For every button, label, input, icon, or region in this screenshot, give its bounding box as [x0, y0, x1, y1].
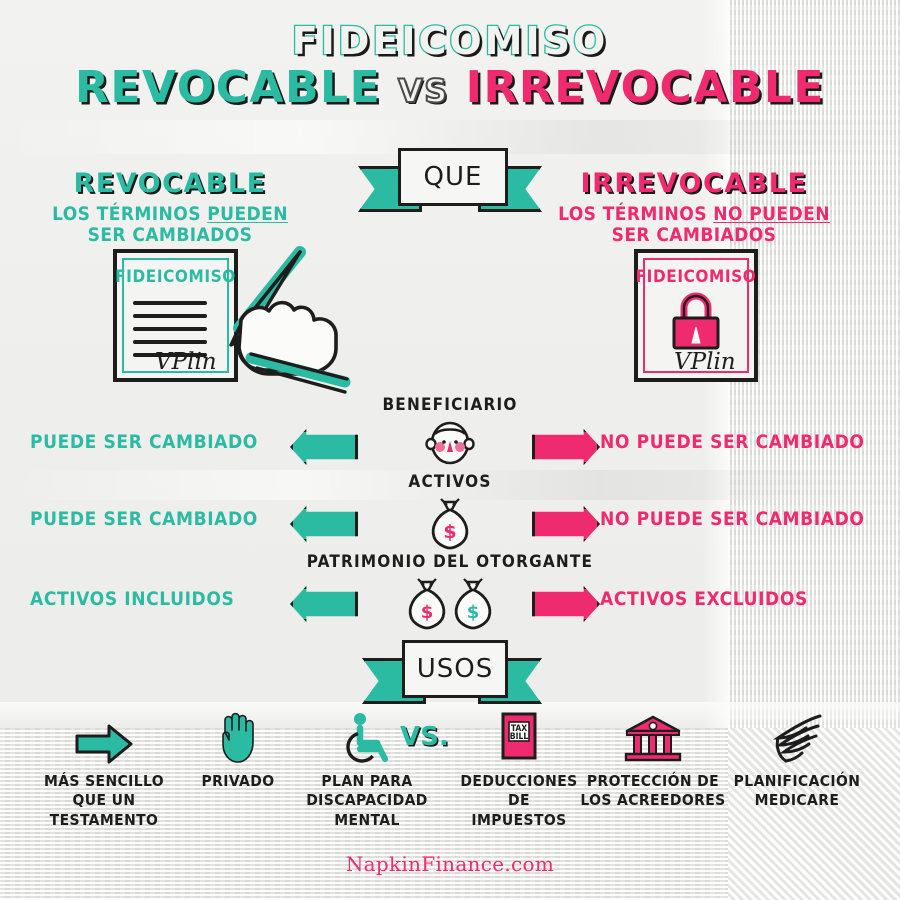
uses-separator-vs: VS.: [400, 722, 449, 752]
column-heading-revocable: REVOCABLE LOS TÉRMINOS PUEDEN SER CAMBIA…: [10, 168, 330, 247]
irrevocable-sub-pre: LOS TÉRMINOS: [558, 203, 714, 225]
document-label: FIDEICOMISO: [115, 267, 236, 287]
comparison-category-label: BENEFICIARIO: [382, 395, 518, 415]
document-signature: VPlin: [674, 349, 736, 375]
comparison-right-value: NO PUEDE SER CAMBIADO: [600, 431, 865, 453]
revocable-sub-line2: SER CAMBIADOS: [87, 224, 253, 247]
column-heading-irrevocable: IRREVOCABLE LOS TÉRMINOS NO PUEDEN SER C…: [534, 168, 854, 247]
title-line-1: FIDEICOMISO: [290, 19, 609, 63]
comparison-category-label: ACTIVOS: [408, 472, 492, 492]
footer-brand: NapkinFinance.com: [345, 852, 555, 876]
banner-plate: QUE: [398, 148, 508, 206]
document-inner-border: [122, 258, 229, 373]
comparison-row-patrimonio: PATRIMONIO DEL OTORGANTE ACTIVOS INCLUID…: [0, 552, 900, 636]
banner-que-label: QUE: [423, 162, 483, 192]
document-text-line: [133, 340, 207, 344]
title-revocable: REVOCABLE: [75, 61, 382, 113]
comparison-right-value: ACTIVOS EXCLUIDOS: [600, 588, 808, 610]
comparison-left-value: PUEDE SER CAMBIADO: [30, 508, 258, 530]
irrevocable-sub-underlined: NO PUEDEN: [713, 203, 830, 225]
document-text-line: [133, 327, 207, 331]
revocable-document-illustration: FIDEICOMISO VPlin: [113, 249, 238, 382]
tax-bill-line2: BILL: [510, 732, 529, 742]
document-signature: VPlin: [155, 349, 217, 375]
comparison-row-activos: ACTIVOS PUEDE SER CAMBIADO $ NO PUEDE SE…: [0, 472, 900, 556]
document-label: FIDEICOMISO: [635, 267, 757, 287]
bank-building-icon: [624, 715, 682, 762]
svg-text:$: $: [443, 521, 456, 543]
revocable-heading: REVOCABLE: [73, 168, 267, 199]
page-title: FIDEICOMISO REVOCABLE VS IRREVOCABLE: [0, 19, 900, 113]
revocable-sub-underlined: PUEDEN: [207, 203, 288, 225]
title-vs: VS: [397, 71, 449, 110]
comparison-row-beneficiario: BENEFICIARIO PUEDE SER CAMBIADO NO PUEDE…: [0, 395, 900, 479]
use-item-label: PRIVADO: [201, 772, 275, 790]
title-line-2: REVOCABLE VS IRREVOCABLE: [0, 61, 900, 113]
title-irrevocable: IRREVOCABLE: [465, 61, 825, 113]
banner-usos: USOS: [362, 640, 542, 704]
use-item-private: PRIVADO: [178, 706, 298, 791]
arrow-right-icon: [75, 724, 133, 764]
comparison-left-value: PUEDE SER CAMBIADO: [30, 431, 258, 453]
document-text-line: [133, 314, 207, 318]
money-bag-icon: $: [431, 498, 469, 550]
revocable-subtitle: LOS TÉRMINOS PUEDEN SER CAMBIADOS: [10, 203, 330, 247]
wheelchair-icon: [346, 713, 388, 763]
banner-plate: USOS: [402, 640, 508, 698]
irrevocable-subtitle: LOS TÉRMINOS NO PUEDEN SER CAMBIADOS: [534, 203, 854, 247]
baby-face-icon: [425, 421, 475, 465]
two-money-bags-icon: $ $: [408, 578, 492, 630]
revocable-sub-pre: LOS TÉRMINOS: [52, 203, 208, 225]
hhs-eagle-icon: [773, 714, 822, 763]
irrevocable-document-illustration: FIDEICOMISO VPlin: [634, 249, 758, 382]
irrevocable-sub-line2: SER CAMBIADOS: [611, 224, 777, 247]
hand-stop-icon: [222, 712, 254, 763]
padlock-icon: [672, 292, 720, 350]
hand-with-pen-illustration: [229, 246, 351, 394]
document-text-line: [133, 353, 207, 357]
comparison-right-value: NO PUEDE SER CAMBIADO: [600, 508, 865, 530]
arrow-left-icon: [290, 506, 358, 542]
comparison-category-label: PATRIMONIO DEL OTORGANTE: [306, 552, 594, 572]
svg-text:$: $: [467, 602, 480, 623]
comparison-left-value: ACTIVOS INCLUIDOS: [30, 588, 235, 610]
tax-bill-icon: TAX BILL: [501, 712, 537, 760]
document-text-line: [133, 301, 207, 305]
svg-text:$: $: [421, 602, 434, 623]
banner-que: QUE: [358, 148, 542, 212]
irrevocable-heading: IRREVOCABLE: [580, 168, 808, 199]
banner-usos-label: USOS: [416, 654, 494, 684]
